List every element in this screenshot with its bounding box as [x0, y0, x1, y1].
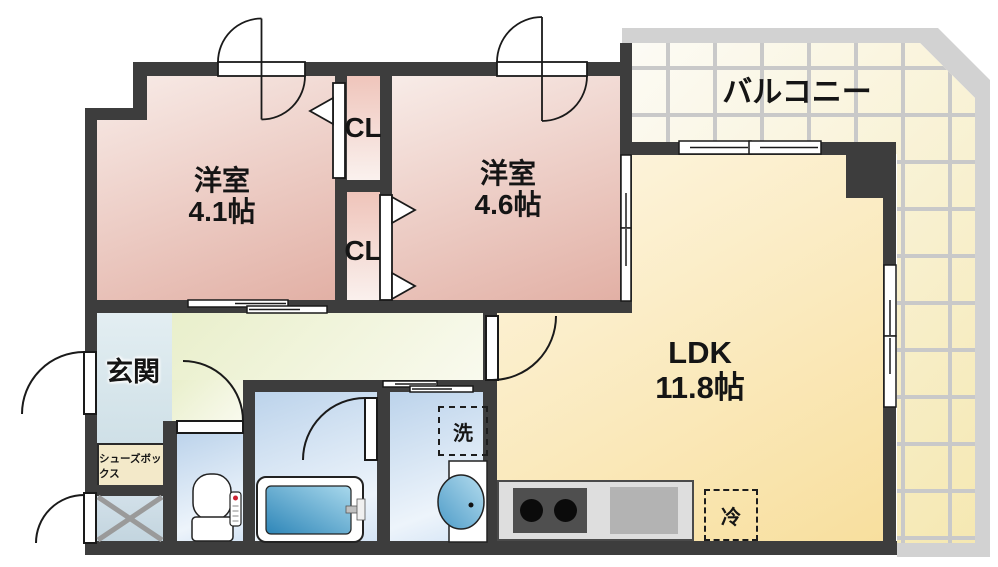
kitchen-sink	[610, 487, 678, 534]
entrance-label: 玄関	[94, 357, 172, 387]
wall	[85, 541, 897, 555]
room-entrance	[97, 313, 172, 443]
wall	[85, 108, 147, 120]
bedroom2-name: 洋室	[479, 158, 536, 189]
stove-burner-right	[554, 499, 577, 522]
wall	[243, 380, 497, 392]
balcony-name: バルコニー	[722, 76, 872, 109]
room-hallway	[172, 313, 483, 380]
shoebox: シューズボックス	[97, 443, 167, 489]
wall	[85, 108, 97, 555]
washing-machine-label: 洗	[453, 422, 473, 445]
wall	[133, 62, 147, 120]
wall	[335, 180, 392, 192]
closet-upper-name: CL	[344, 112, 382, 143]
ldk-name: LDK	[668, 335, 732, 370]
ldk-size: 11.8帖	[655, 369, 745, 405]
room-closet-upper	[345, 74, 382, 180]
closet-lower-label: CL	[340, 235, 386, 266]
washing-machine-box: 洗	[438, 406, 488, 456]
bedroom1-name: 洋室	[193, 165, 250, 196]
wall	[85, 300, 632, 313]
room-toilet	[177, 433, 243, 541]
refrigerator-label: 冷	[721, 506, 741, 529]
wall	[632, 142, 883, 155]
closet-lower-name: CL	[344, 235, 382, 266]
balcony-label: バルコニー	[672, 76, 922, 110]
bedroom1-size: 4.1帖	[188, 196, 256, 228]
shoebox-label: シューズボックス	[99, 453, 162, 480]
stove-burner-left	[520, 499, 543, 522]
ldk-label: LDK 11.8帖	[615, 335, 785, 405]
bedroom2-size: 4.6帖	[474, 189, 542, 221]
wall	[377, 392, 390, 541]
outside-notch	[85, 62, 133, 108]
closet-upper-label: CL	[340, 112, 386, 143]
bedroom1-label: 洋室 4.1帖	[137, 165, 307, 228]
room-closet-lower	[345, 192, 382, 302]
room-hallway-toilet-nook	[172, 380, 243, 421]
refrigerator-box: 冷	[704, 489, 758, 541]
bedroom2-label: 洋室 4.6帖	[423, 158, 593, 221]
entrance-name: 玄関	[106, 357, 160, 387]
wall	[97, 485, 163, 496]
room-bathroom	[255, 392, 377, 541]
wall	[243, 392, 255, 541]
room-pipe-space	[97, 496, 163, 541]
wall	[163, 421, 177, 541]
wall	[620, 43, 632, 313]
wall	[883, 142, 896, 555]
